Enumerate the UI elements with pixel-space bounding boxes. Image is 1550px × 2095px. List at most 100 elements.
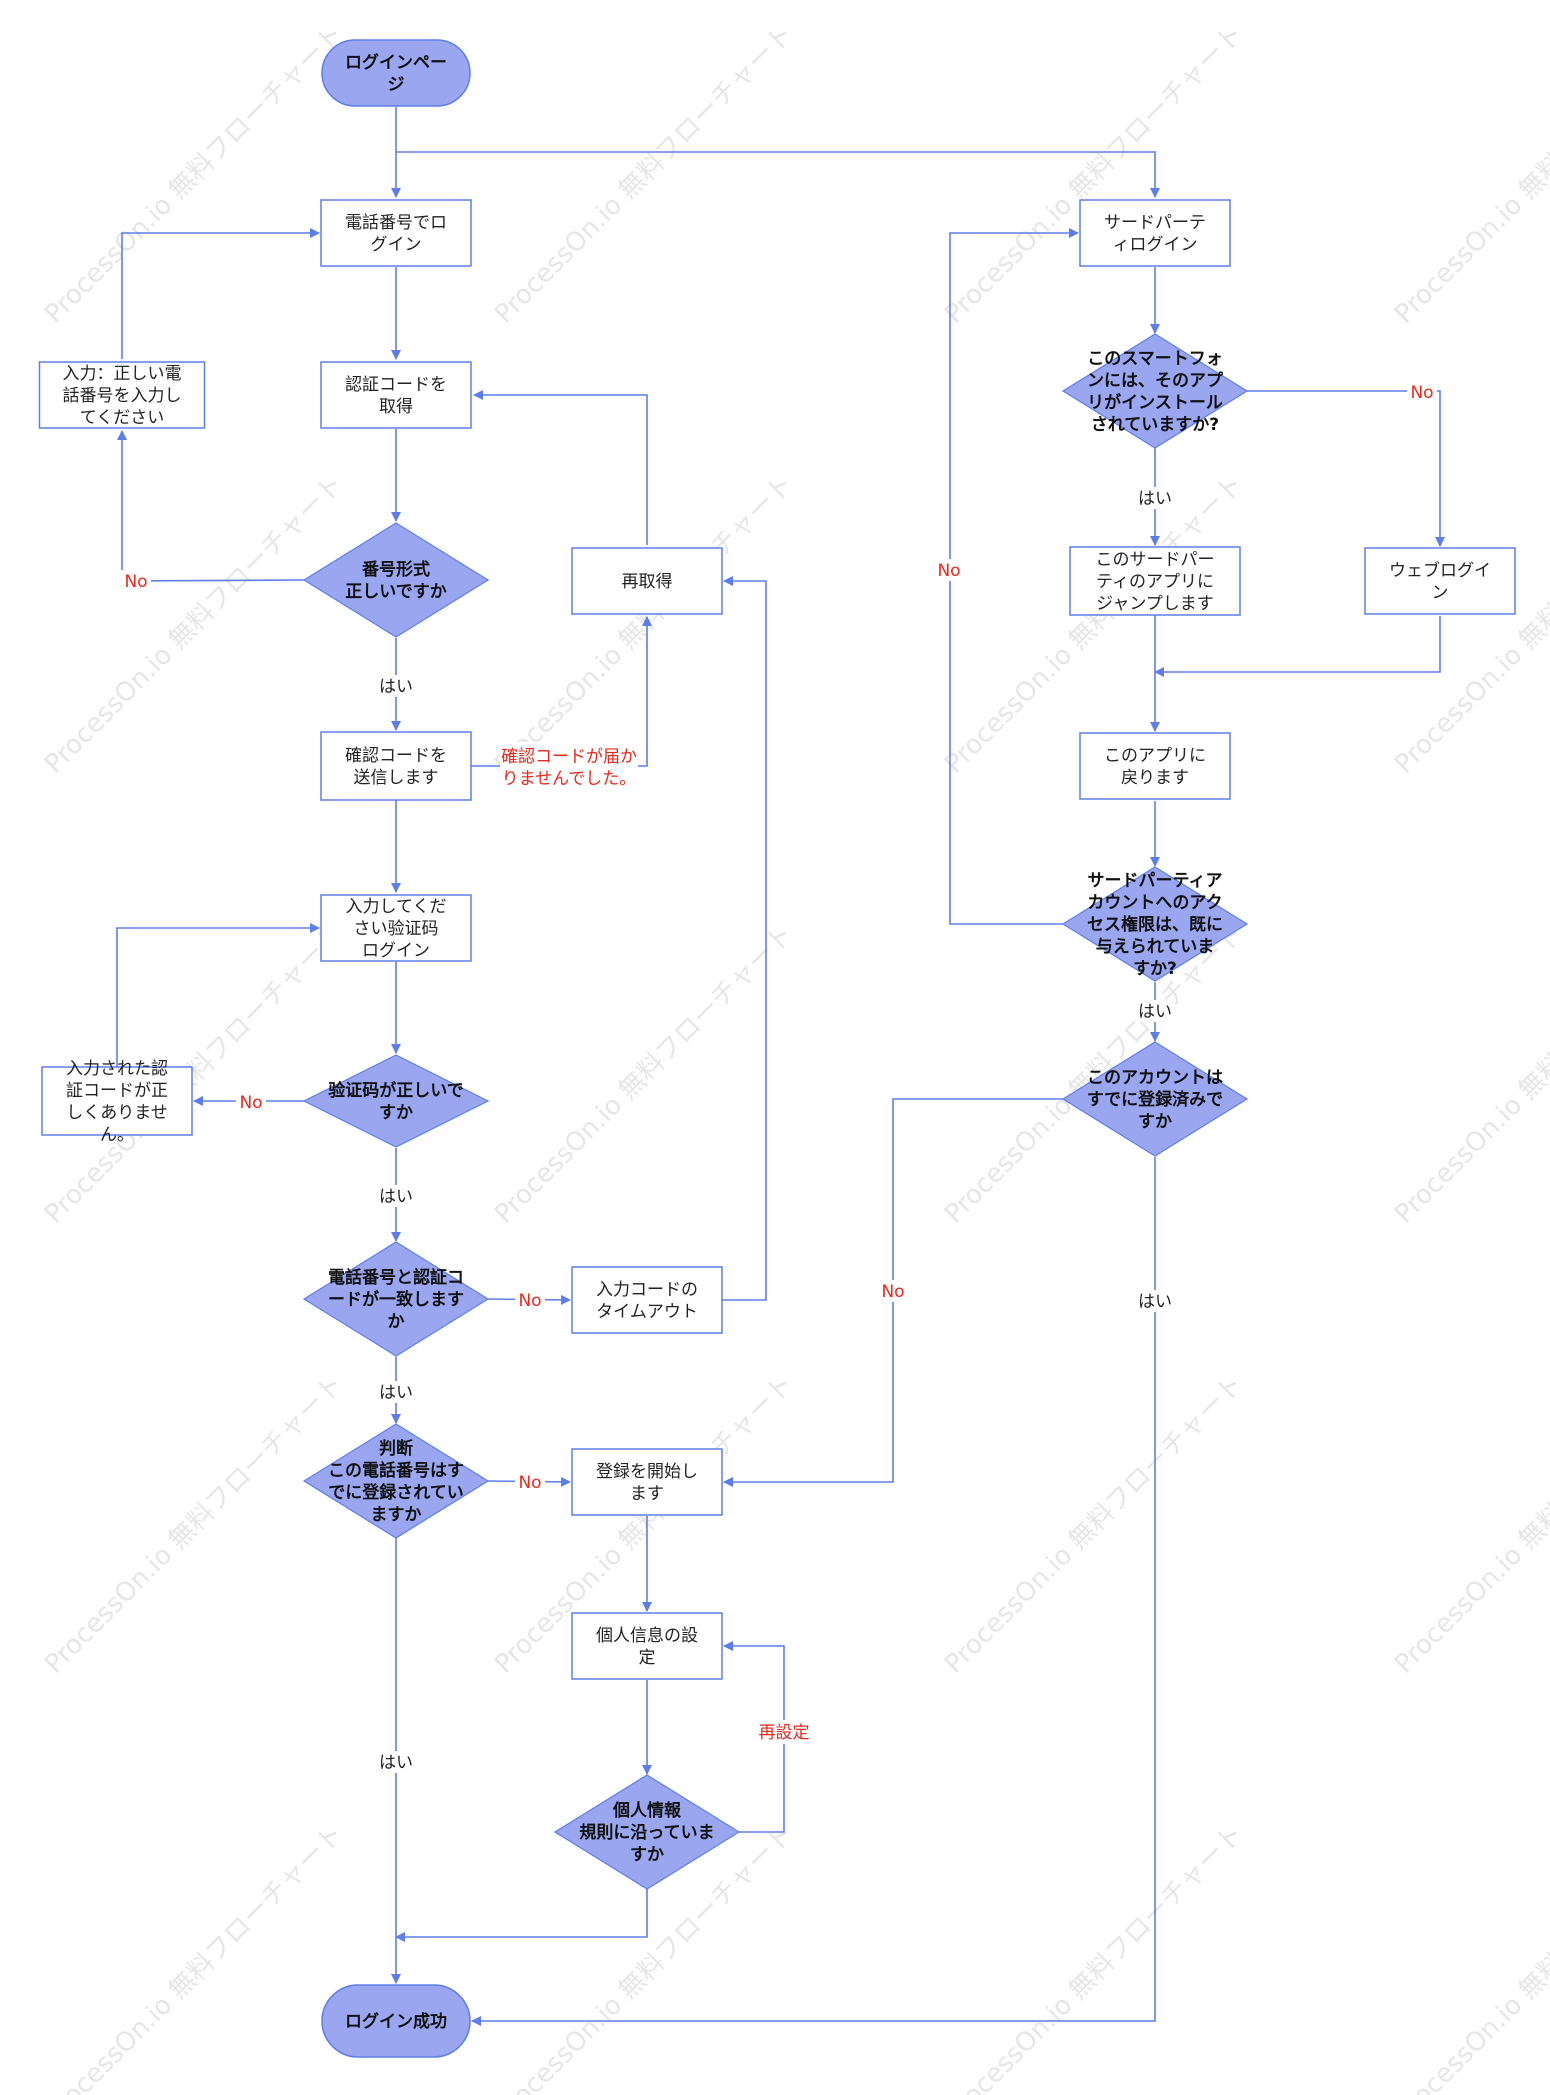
node-label-line: 入力：正しい電 [63,364,182,384]
edge-label-text: No [881,1282,904,1302]
connector-arrow [1154,616,1441,677]
label-background [934,559,964,581]
node-label-line: すか? [1133,959,1177,979]
node-label-line: 個人情報 [612,1800,682,1821]
node-label-line: 登録を開始し [596,1462,698,1482]
watermark-text: ProcessOn.io 無料フローチャート [939,19,1249,329]
node-label-line: 正しいですか [345,582,447,602]
node-label-line: 戻ります [1121,768,1189,788]
edge-label-yes: はい [1135,1290,1175,1312]
watermark-text: ProcessOn.io 無料フローチャート [1389,19,1550,329]
node-label-line: ログイン成功 [345,2011,447,2032]
edge-label-text: No [1410,383,1433,403]
node-label-line: か [388,1312,405,1332]
node-login-success: ログイン成功 [321,1984,471,2058]
node-label-line: セス権限は、既に [1087,914,1223,935]
node-label-line: 判断 [379,1438,413,1459]
label-background [376,1381,416,1403]
node-label-line: されていますか? [1091,415,1219,435]
process-box [320,894,472,962]
edge-label-text: はい [1138,489,1172,509]
node-label-line: このサードパー [1096,550,1215,570]
node-label-line: でに登録されてい [328,1482,464,1503]
node-label-line: 入力してくだ [346,897,447,917]
node-label-line: すか [379,1103,413,1123]
watermark-layer: ProcessOn.io 無料フローチャート ProcessOn.io 無料フロー… [39,19,1550,2095]
node-label-line: すか [1138,1112,1172,1132]
decision-diamond [1061,866,1249,982]
node-label-line: 電話番号と認証コ [328,1267,464,1288]
edge-label-no: No [878,1280,908,1302]
node-label-line: 送信します [354,768,439,788]
process-box [571,1266,723,1334]
node-label-line: 証コードが正 [66,1081,168,1101]
node-label-line: カウントへのアク [1087,893,1222,913]
edge-label-yes: はい [376,1381,416,1403]
node-label-line: このスマートフォ [1087,349,1223,369]
terminal-shape [321,39,471,107]
watermark-text: ProcessOn.io 無料フローチャート [39,1369,349,1679]
node-label-line: 個人信息の設 [596,1626,698,1646]
node-label-line: ードが一致します [328,1289,464,1310]
node-label-line: ログイン [362,941,430,961]
label-background [878,1280,908,1302]
process-box [1079,199,1231,267]
node-label-line: サードパーテ [1104,213,1206,233]
connector-arrow [121,228,320,359]
node-label-line: このアカウントは [1087,1068,1223,1088]
edge-label-yes: はい [1135,1000,1175,1022]
edge-label-text: はい [379,1187,413,1207]
watermark-text: ProcessOn.io 無料フローチャート [489,469,799,779]
label-background [236,1091,266,1113]
label-background [376,675,416,697]
watermark-text: ProcessOn.io 無料フローチャート [1389,1819,1550,2095]
label-background [376,1185,416,1207]
decision-diamond [302,1241,490,1357]
label-background [1407,381,1437,403]
process-box [320,731,472,801]
node-label-line: ウェブログイ [1389,560,1491,581]
watermark-text: ProcessOn.io 無料フローチャート [39,469,349,779]
node-label-line: しくありませ [66,1103,168,1123]
watermark-text: ProcessOn.io 無料フローチャート [939,1819,1249,2095]
node-label-line: ンには、そのアプ [1087,370,1224,391]
node-label-line: 話番号を入力し [63,386,182,406]
process-box [38,361,206,429]
decision-diamond [302,1054,490,1148]
node-label-line: このアプリに [1104,746,1206,766]
decision-diamond [302,1423,490,1539]
node-label-line: 入力コードの [596,1280,698,1300]
process-box [571,547,723,615]
node-label-line: てください [80,408,165,428]
node-label-line: ン [1432,583,1449,603]
label-background [1135,487,1175,509]
watermark-text: ProcessOn.io 無料フローチャート [489,919,799,1229]
process-box [1079,732,1231,800]
edge-label-reset: 再設定 [752,1720,814,1744]
watermark-text: ProcessOn.io 無料フローチャート [39,1819,349,2095]
node-label-line: グイン [371,235,422,255]
edge-label-text: 確認コードが届か [501,747,637,767]
node-label-line: すでに登録済みで [1087,1089,1223,1110]
edge-label-text: はい [379,677,413,697]
label-background [500,742,638,790]
terminal-shape [321,1984,471,2058]
edge-label-text: はい [379,1753,413,1773]
node-label-line: 番号形式 [361,559,430,580]
node-label-line: ますか [371,1505,422,1525]
process-box [41,1066,193,1136]
decision-diamond [553,1774,741,1890]
node-label-line: ます [630,1484,664,1504]
